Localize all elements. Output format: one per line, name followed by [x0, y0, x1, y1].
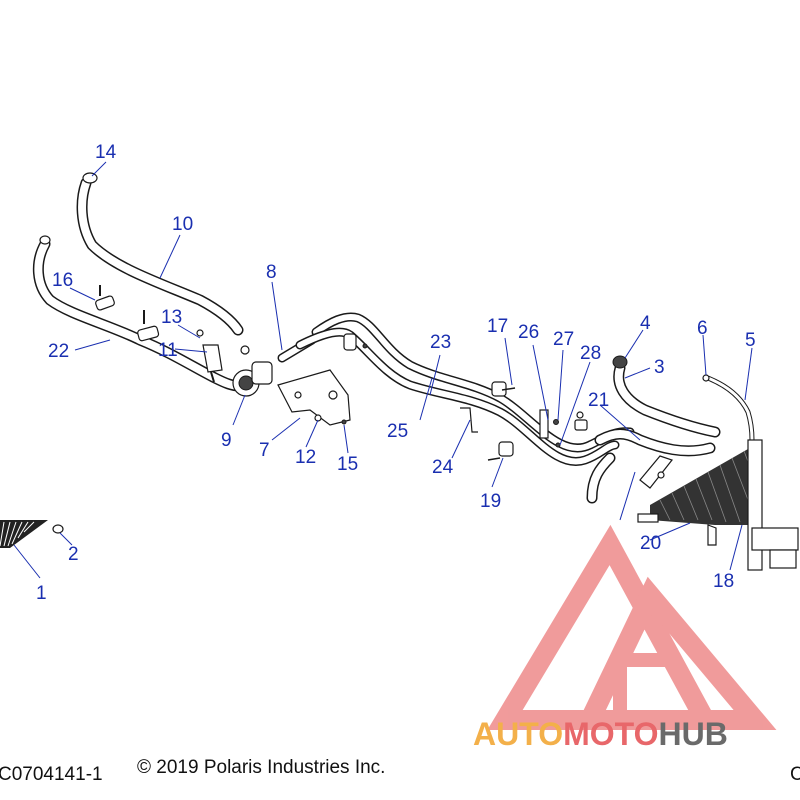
callout-9: 9 — [221, 430, 232, 451]
radiator-left — [0, 520, 64, 548]
callout-10: 10 — [172, 214, 193, 235]
callout-24: 24 — [432, 457, 454, 478]
callout-19: 19 — [480, 491, 501, 512]
hose-3 — [612, 355, 721, 438]
callout-8: 8 — [266, 262, 277, 283]
fasteners — [362, 343, 710, 479]
callout-25: 25 — [387, 421, 408, 442]
callout-3: 3 — [654, 357, 665, 378]
watermark-hub: HUB — [658, 716, 728, 752]
callout-1: 1 — [36, 583, 47, 604]
figure-code-right: C — [790, 764, 800, 785]
clamp-16 — [95, 285, 115, 311]
callout-20: 20 — [640, 533, 661, 554]
callout-21: 21 — [588, 390, 609, 411]
watermark-logo — [487, 524, 777, 730]
callout-27: 27 — [553, 329, 574, 350]
figure-code: C0704141-1 — [0, 764, 103, 785]
watermark-auto: AUTO — [473, 716, 564, 752]
callout-7: 7 — [259, 440, 270, 461]
callout-13: 13 — [161, 307, 182, 328]
watermark-wordmark: AUTOMOTOHUB — [473, 716, 728, 753]
hose-10 — [76, 172, 244, 336]
watermark-moto: MOTO — [563, 716, 659, 752]
hose-21 — [586, 428, 716, 504]
callout-12: 12 — [295, 447, 316, 468]
copyright-notice: © 2019 Polaris Industries Inc. — [137, 757, 386, 778]
callout-14: 14 — [95, 142, 117, 163]
radiator-18 — [637, 439, 799, 571]
callout-labels: 1 2 3 4 5 6 7 8 9 10 11 12 13 14 15 16 1… — [36, 142, 756, 604]
callout-17: 17 — [487, 316, 508, 337]
callout-16: 16 — [52, 270, 73, 291]
callout-5: 5 — [745, 330, 756, 351]
callout-4: 4 — [640, 313, 651, 334]
callout-23: 23 — [430, 332, 451, 353]
callout-28: 28 — [580, 343, 601, 364]
tube-clamps — [343, 333, 588, 457]
callout-18: 18 — [713, 571, 734, 592]
leader-lines — [13, 161, 753, 579]
tube-23 — [311, 312, 635, 453]
bracket-7 — [277, 369, 351, 426]
hose-5 — [707, 375, 755, 441]
callout-2: 2 — [68, 544, 79, 565]
clamp-11 — [137, 310, 160, 342]
callout-11: 11 — [158, 340, 178, 361]
bracket-13 — [196, 329, 223, 383]
callout-26: 26 — [518, 322, 539, 343]
callout-22: 22 — [48, 341, 69, 362]
callout-15: 15 — [337, 454, 358, 475]
water-pump-9 — [232, 345, 273, 397]
callout-6: 6 — [697, 318, 708, 339]
